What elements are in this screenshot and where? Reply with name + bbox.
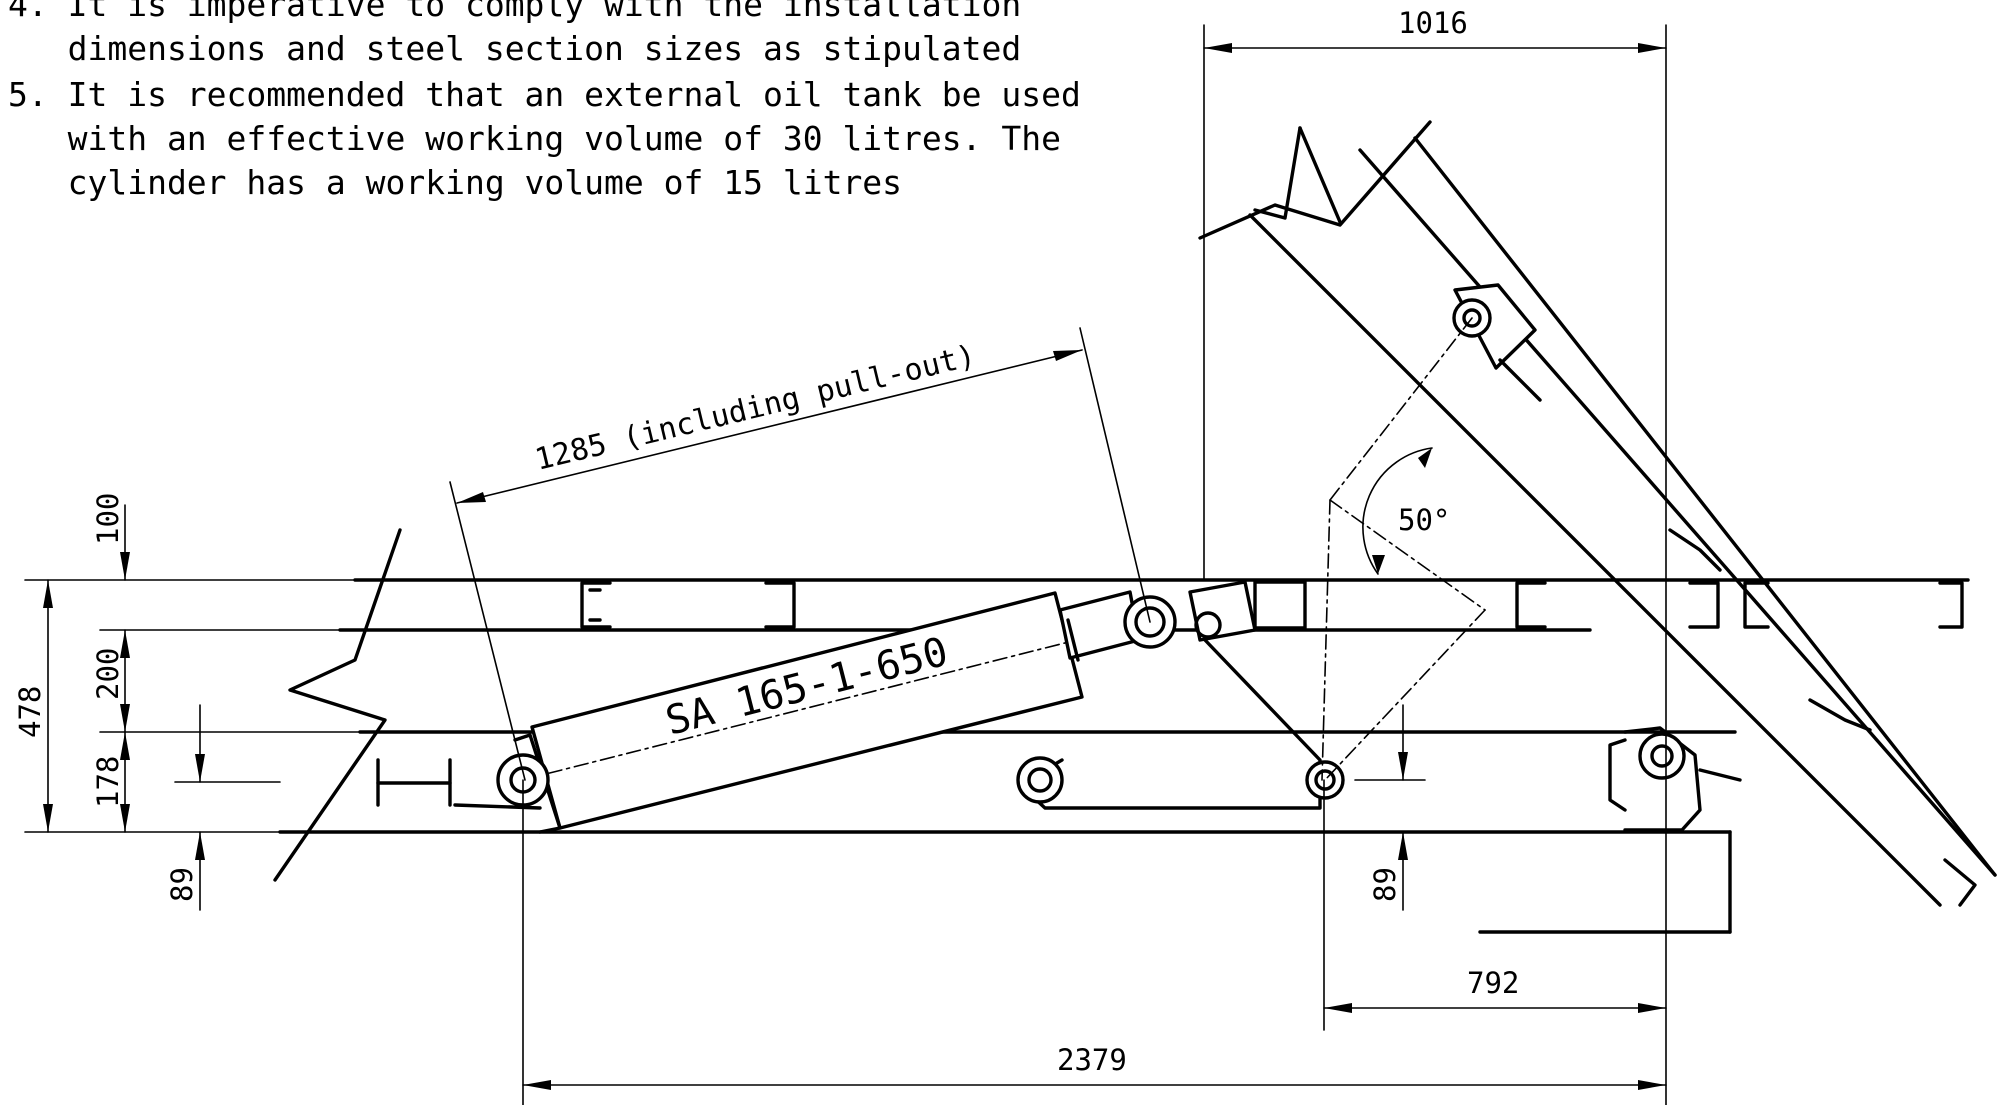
channel-section-right-1	[1515, 581, 1720, 629]
angle-construction	[1321, 317, 1486, 781]
dimension-1016	[1203, 24, 1667, 1105]
dimension-89-right	[1354, 704, 1426, 911]
dimension-178	[120, 731, 130, 833]
lower-frame-rail	[278, 730, 1737, 934]
dimension-89-left	[174, 704, 281, 911]
note-4-line-2: dimensions and steel section sizes as st…	[8, 29, 1022, 68]
tipping-arm	[1198, 120, 1997, 907]
dimension-pull-out	[449, 327, 1151, 781]
dimension-89-right-label: 89	[1368, 867, 1402, 902]
dimension-2379	[522, 779, 1667, 1105]
dimension-478-label: 478	[13, 686, 47, 738]
dimension-478	[24, 579, 371, 833]
dimension-200	[99, 629, 361, 733]
dimension-792-label: 792	[1467, 966, 1519, 1000]
dimension-2379-label: 2379	[1057, 1043, 1127, 1077]
channel-section-right-2	[1743, 581, 1964, 629]
dimension-1016-label: 1016	[1398, 6, 1468, 40]
left-break-lines	[273, 528, 402, 882]
note-5-line-3: cylinder has a working volume of 15 litr…	[8, 163, 903, 202]
dimension-178-label: 178	[91, 756, 125, 808]
hinge-bracket	[1608, 726, 1742, 832]
dimension-200-label: 200	[91, 648, 125, 700]
channel-section-mid	[1253, 580, 1307, 630]
hydraulic-cylinder	[453, 590, 1177, 834]
channel-section-left	[580, 581, 796, 629]
dimension-100	[99, 504, 351, 631]
note-5-line-1: 5. It is recommended that an external oi…	[8, 75, 1081, 114]
dimension-100-label: 100	[91, 493, 125, 545]
dimension-89-left-label: 89	[165, 867, 199, 902]
note-4-line-1: 4. It is imperative to comply with the i…	[8, 0, 1022, 24]
dimension-792	[1323, 779, 1667, 1031]
angle-label: 50°	[1398, 503, 1450, 537]
i-beam-section	[376, 758, 452, 807]
note-5-line-2: with an effective working volume of 30 l…	[8, 119, 1061, 158]
dimension-pull-out-label: 1285 (including pull-out)	[532, 338, 979, 477]
